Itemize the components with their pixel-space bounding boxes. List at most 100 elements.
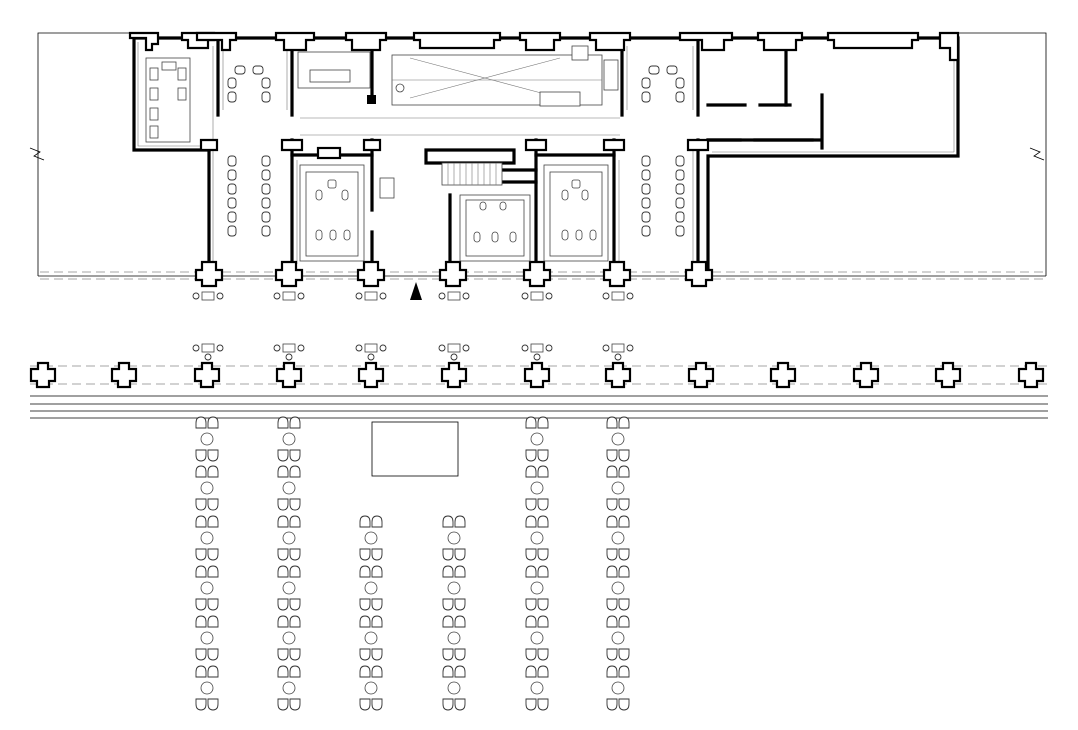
chair (675, 155, 685, 167)
chair (227, 77, 237, 89)
top-window-recesses (128, 31, 960, 62)
terrace-table (359, 615, 383, 661)
terrace-table (525, 565, 549, 611)
cafe-table (438, 343, 470, 353)
chair (675, 169, 685, 181)
bar-area (297, 45, 619, 107)
office-desks (145, 57, 191, 143)
terrace-table (195, 515, 219, 561)
terrace-table (606, 416, 630, 462)
arcade-pier (604, 361, 632, 389)
chair (227, 211, 237, 223)
terrace-table (442, 565, 466, 611)
arcade-pier (275, 361, 303, 389)
arcade-pier (440, 361, 468, 389)
chair (641, 183, 651, 195)
arcade-pier (193, 361, 221, 389)
chair (227, 197, 237, 209)
arcade-pier (769, 361, 797, 389)
terrace-table (195, 416, 219, 462)
terrace-table (606, 615, 630, 661)
chair (227, 225, 237, 237)
inner-piers (199, 95, 710, 160)
terrace-table (195, 665, 219, 711)
cafe-table (192, 291, 224, 301)
chair (261, 169, 271, 181)
chair (227, 91, 237, 103)
chair (675, 211, 685, 223)
cafe-table (355, 291, 387, 301)
terrace-table (606, 465, 630, 511)
entrance-arrow-icon (410, 282, 422, 300)
chair (641, 169, 651, 181)
inner-wall-lines (137, 42, 955, 270)
front-tables (192, 291, 634, 361)
arcade-pier (29, 361, 57, 389)
cafe-table (204, 353, 212, 361)
chair (641, 211, 651, 223)
terrace-table (359, 515, 383, 561)
arcade-pier (357, 361, 385, 389)
cafe-table (192, 343, 224, 353)
cafe-table (355, 343, 387, 353)
cafe-table (273, 343, 305, 353)
terrace-table (195, 565, 219, 611)
chair (675, 77, 685, 89)
arcade-pier (934, 361, 962, 389)
terrace-table (277, 515, 301, 561)
chair (641, 155, 651, 167)
arcade-pier (523, 361, 551, 389)
chair (227, 155, 237, 167)
front-piers (194, 260, 714, 288)
terrace-table (195, 465, 219, 511)
arcade-pier (1017, 361, 1045, 389)
wing-chairs (227, 65, 685, 237)
cafe-table (614, 353, 622, 361)
chair (261, 155, 271, 167)
chair (648, 65, 660, 75)
terrace-table (442, 515, 466, 561)
cafe-table (273, 291, 305, 301)
arcade-pier (687, 361, 715, 389)
chair (261, 91, 271, 103)
chair (234, 65, 246, 75)
cafe-table (521, 343, 553, 353)
terrace-table (442, 665, 466, 711)
terrace-table (525, 615, 549, 661)
terrace-table (525, 416, 549, 462)
cafe-table (438, 291, 470, 301)
cafe-table (285, 353, 293, 361)
chair (227, 169, 237, 181)
chair (252, 65, 264, 75)
terrace-table (277, 465, 301, 511)
chair (675, 225, 685, 237)
terrace-table (525, 465, 549, 511)
cafe-table (450, 353, 458, 361)
terrace-table (359, 665, 383, 711)
arcade-pier (110, 361, 138, 389)
chair (641, 77, 651, 89)
chair (641, 197, 651, 209)
terrace-table (359, 565, 383, 611)
cafe-table (521, 291, 553, 301)
terrace-table (195, 615, 219, 661)
arcade-pier (852, 361, 880, 389)
chair (261, 225, 271, 237)
chair (675, 183, 685, 195)
terrace-table (606, 665, 630, 711)
terrace-table (442, 615, 466, 661)
terrace-table (606, 565, 630, 611)
arcade-piers (29, 361, 1045, 389)
terrace-table (277, 565, 301, 611)
chair (227, 183, 237, 195)
terrace-table (525, 665, 549, 711)
chair (666, 65, 678, 75)
cafe-table (602, 343, 634, 353)
cafe-table (533, 353, 541, 361)
chair (261, 77, 271, 89)
chair (641, 91, 651, 103)
terrace-table (606, 515, 630, 561)
cafe-table (602, 291, 634, 301)
chair (675, 197, 685, 209)
